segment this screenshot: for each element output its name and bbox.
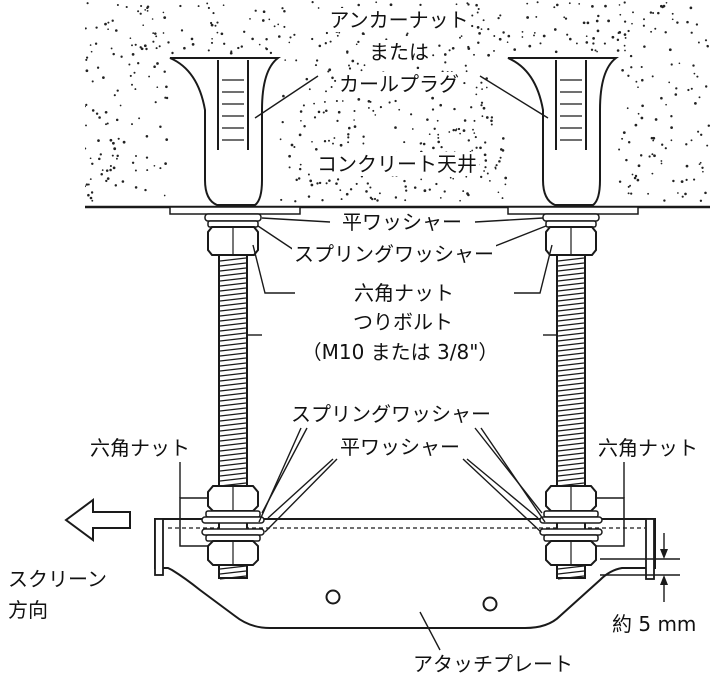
curl-plug-label: カールプラグ: [337, 72, 461, 96]
attach-plate-right-tab: [645, 518, 655, 580]
concrete-ceiling-label: コンクリート天井: [315, 152, 479, 176]
screen-direction-arrow: [64, 498, 131, 542]
left-lower-flat-washer-upper: [201, 516, 265, 524]
suspension-bolt-label: つりボルト: [351, 310, 455, 334]
flat-washer-bottom-label: 平ワッシャー: [338, 435, 462, 459]
left-hex-nut-bracket: [179, 497, 208, 547]
left-anchor-nut: [169, 57, 281, 206]
left-lower-fasteners: [201, 485, 265, 566]
right-lower-spring-washer-upper: [543, 510, 599, 518]
right-lower-fasteners: [539, 485, 603, 566]
left-top-flat-washer: [204, 213, 262, 222]
attach-plate-body: [154, 518, 656, 629]
spring-washer-top-label: スプリングワッシャー: [292, 242, 496, 266]
left-top-flange-plate: [169, 206, 301, 215]
gap-dimension: [600, 533, 680, 602]
spring-washer-bottom-label: スプリングワッシャー: [289, 402, 493, 426]
screen-direction-label: スクリーン: [8, 567, 107, 591]
right-top-flange-plate: [507, 206, 639, 215]
attach-plate-left-tab: [154, 518, 164, 576]
bolt-spec-label: （M10 または 3/8"）: [299, 340, 501, 364]
attach-plate-hole-left: [325, 589, 341, 605]
leader-lines: [179, 75, 625, 651]
hex-nut-left-label: 六角ナット: [90, 436, 190, 460]
attach-plate-hole-right: [482, 596, 498, 612]
right-top-flat-washer: [542, 213, 600, 222]
right-lower-flat-washer-lower: [539, 528, 603, 536]
right-hex-nut-bracket: [596, 497, 625, 547]
concrete-texture: [85, 1, 710, 203]
gap-label: 約 5 mm: [612, 612, 697, 636]
anchor-nut-label: アンカーナット: [327, 8, 471, 32]
hex-nut-top-label: 六角ナット: [352, 281, 456, 305]
left-lower-flat-washer-lower: [201, 528, 265, 536]
attach-plate-label: アタッチプレート: [413, 652, 573, 676]
flat-washer-top-label: 平ワッシャー: [340, 210, 464, 234]
right-anchor-nut: [507, 57, 619, 206]
screen-direction-label-2: 方向: [8, 598, 48, 622]
hex-nut-right-label: 六角ナット: [598, 436, 698, 460]
right-lower-flat-washer-upper: [539, 516, 603, 524]
or-label: または: [367, 40, 431, 64]
left-lower-spring-washer-upper: [205, 510, 261, 518]
